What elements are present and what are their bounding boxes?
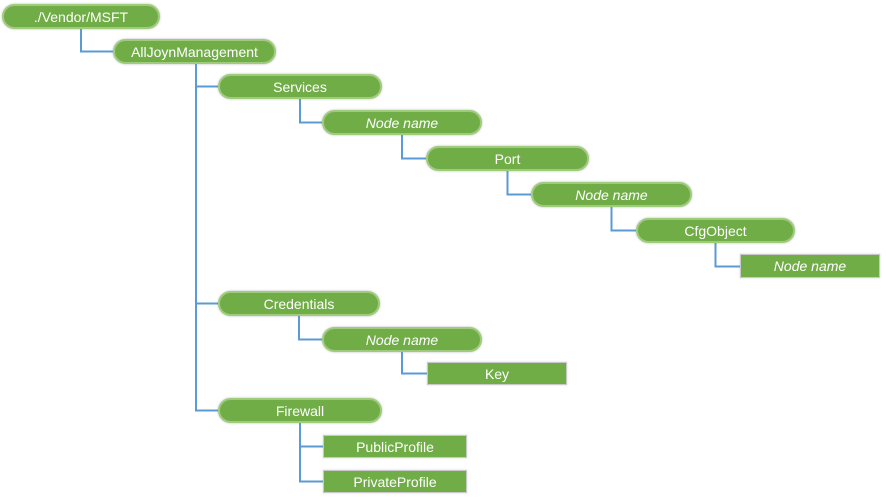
tree-node-privateprofile: PrivateProfile: [323, 470, 467, 493]
tree-node-vendor-msft: ./Vendor/MSFT: [2, 4, 160, 29]
connector-credentials-to-nodename: [298, 316, 322, 341]
tree-node-port: Port: [426, 146, 589, 171]
tree-node-port-nodename: Node name: [531, 182, 692, 207]
connector-nodename-to-key: [401, 352, 427, 375]
connector-firewall-trunk: [299, 423, 323, 483]
connector-nodename-to-port: [401, 135, 426, 160]
connector-alljoyn-trunk: [195, 64, 218, 412]
tree-node-services: Services: [218, 74, 382, 99]
connector-port-to-nodename: [506, 171, 531, 196]
tree-node-key: Key: [427, 362, 567, 385]
tree-node-credentials: Credentials: [218, 291, 380, 316]
tree-node-alljoynmanagement: AllJoynManagement: [113, 39, 276, 64]
connector-cfgobject-to-nodename: [714, 243, 740, 268]
tree-node-cfgobject-nodename: Node name: [740, 254, 880, 278]
connector-services-to-nodename: [299, 99, 322, 124]
connector-vendor-to-alljoyn: [80, 29, 113, 53]
tree-node-publicprofile: PublicProfile: [323, 435, 467, 458]
connector-nodename-to-cfgobject: [610, 207, 636, 232]
tree-node-credentials-nodename: Node name: [322, 327, 482, 352]
tree-node-services-nodename: Node name: [322, 110, 482, 135]
tree-node-cfgobject: CfgObject: [636, 218, 795, 243]
tree-node-firewall: Firewall: [218, 398, 382, 423]
